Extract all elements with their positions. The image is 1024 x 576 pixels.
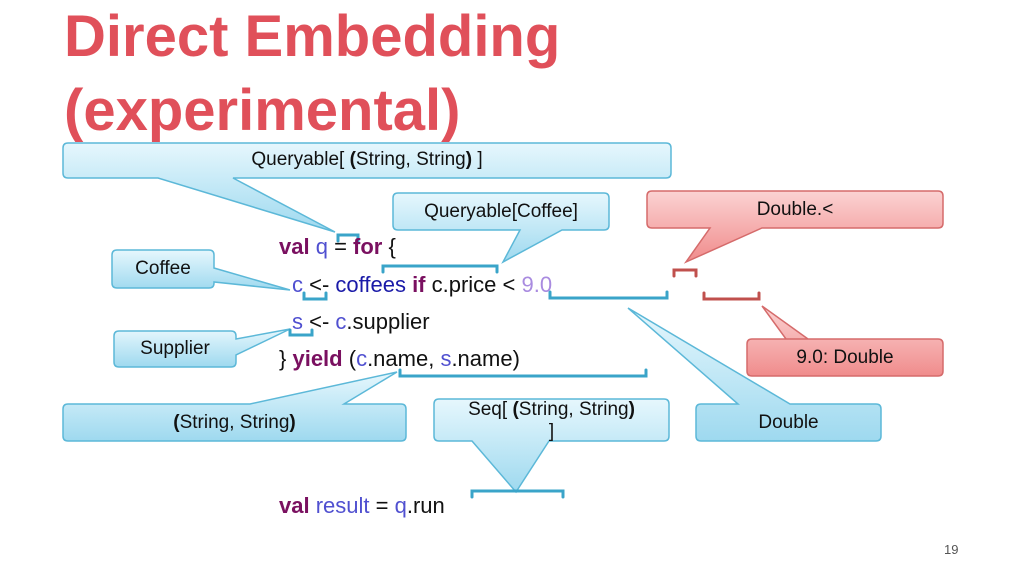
callout-seq-text: Seq[ (String, String)] [468,399,635,442]
var-q-run: q [394,493,407,518]
callout-coffee-text: Coffee [135,258,191,279]
equals-result: = [369,493,395,518]
var-s-yield: s [440,346,452,371]
callout-supplier [113,328,291,368]
callout-double-text: Double [758,412,819,433]
callout-coffee [111,249,291,291]
var-s: s [292,309,303,334]
callout-queryable-tuple-text: Queryable[ (String, String) ] [251,149,483,170]
red-bracket-marks [672,268,761,301]
callout-queryable-coffee-text: Queryable[Coffee] [424,201,578,222]
code-line-3: s <- c.supplier [292,309,430,335]
callout-queryable-coffee [392,192,610,264]
open-paren: ( [342,346,357,371]
callout-nine-double [746,305,944,377]
keyword-yield: yield [292,346,343,371]
bracket-s [288,328,314,337]
identifier-coffees: coffees [335,272,406,297]
callout-double [627,307,882,442]
bracket-run [470,489,565,499]
code-line-5: val result = q.run [279,493,445,519]
bracket-q [336,233,360,243]
slide-title: Direct Embedding (experimental) [64,0,560,148]
callout-double-lt [646,190,944,264]
page-number: 19 [944,542,959,557]
name-access-end: .name) [451,346,520,371]
callout-tuple-text: (String, String) [173,412,296,433]
var-q: q [315,234,328,259]
slide-title-line1: Direct Embedding [64,4,561,69]
keyword-if: if [405,272,432,297]
callout-seq [433,398,670,494]
bracket-marks [288,233,669,499]
callout-nine-double-text: 9.0: Double [796,347,894,368]
identifier-result: result [315,493,370,518]
price-expression: c.price < [431,272,522,297]
bracket-nine [702,291,761,301]
bracket-yield [398,368,648,378]
callout-double-lt-text: Double.< [756,199,834,220]
var-c-ref: c [335,309,347,334]
var-c-yield: c [356,346,368,371]
run-call: .run [406,493,445,518]
bracket-c [302,291,328,301]
code-line-1: val q = for { [279,234,396,260]
keyword-val: val [279,234,310,259]
code-line-2: c <- coffees if c.price < 9.0 [292,272,552,298]
equals: = [327,234,354,259]
var-c: c [292,272,303,297]
slide-title-line2: (experimental) [64,78,461,143]
supplier-access: .supplier [346,309,430,334]
number-literal: 9.0 [521,272,553,297]
keyword-val-result: val [279,493,310,518]
callout-supplier-text: Supplier [140,338,210,359]
arrow: <- [303,309,336,334]
callout-tuple [62,371,407,442]
callout-queryable-tuple [62,142,672,233]
arrow: <- [303,272,336,297]
bracket-coffees [381,264,499,274]
bracket-condition [548,290,669,300]
code-line-4: } yield (c.name, s.name) [279,346,520,372]
open-brace: { [382,234,396,259]
bracket-lt [672,268,698,278]
name-access: .name, [367,346,441,371]
keyword-for: for [353,234,383,259]
close-brace: } [279,346,293,371]
